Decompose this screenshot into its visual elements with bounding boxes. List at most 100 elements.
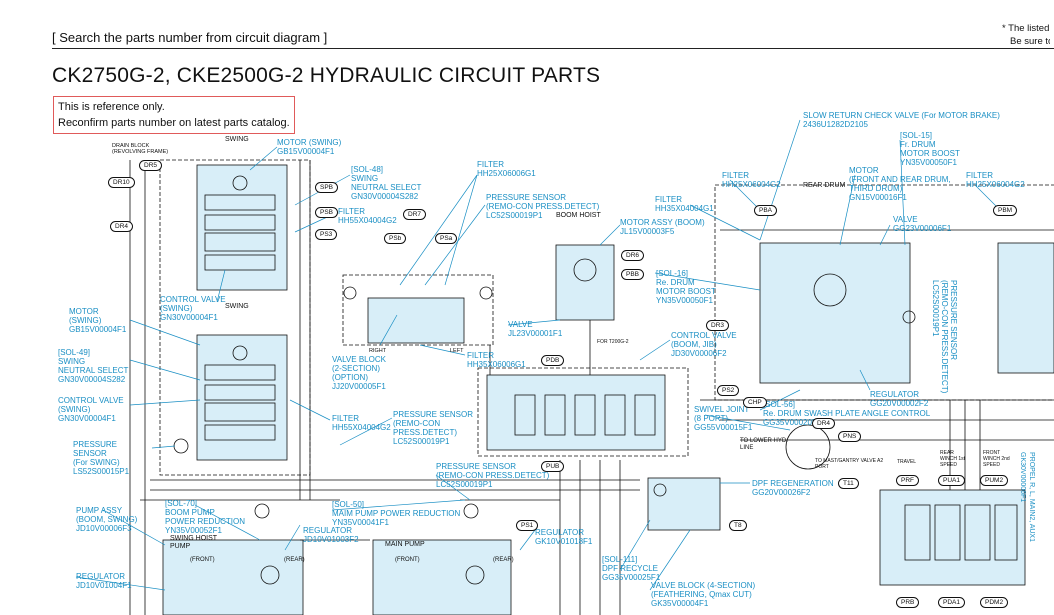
part-name: DPF RECYCLE [602, 564, 659, 573]
part-label-regulator-gk10v01018f1[interactable]: REGULATOR GK10V01018F1 [535, 528, 592, 546]
part-label-filter-swing-lower[interactable]: FILTER HH55X04004G2 [332, 414, 391, 432]
part-label-filter-swing-top[interactable]: FILTER HH55X04004G2 [338, 207, 397, 225]
part-label-sol-48[interactable]: [SOL-48] SWING NEUTRAL SELECT GN30V00004… [351, 165, 421, 201]
part-name: PRESS.DETECT) [393, 428, 458, 437]
part-name: (REMO-CON [393, 419, 441, 428]
part-name: (BOOM, JIB) [671, 340, 717, 349]
part-label-filter-hh25x06004g2-right[interactable]: FILTER HH25X06004G2 [966, 171, 1025, 189]
part-label-dpf-regeneration[interactable]: DPF REGENERATION GG20V00026F2 [752, 479, 834, 497]
part-label-sol-15[interactable]: [SOL-15] Fr. DRUM MOTOR BOOST YN35V00050… [900, 131, 960, 167]
part-label-pressure-sensor-swing[interactable]: PRESSURE SENSOR (For SWING) LS52S00015P1 [73, 440, 129, 476]
part-name: VALVE BLOCK [332, 355, 386, 364]
part-name: PRESSURE SENSOR [393, 410, 474, 419]
part-name: [SOL-50] [332, 500, 365, 509]
part-number: GN30V00004S282 [351, 192, 419, 201]
part-number: JD10V01004F1 [76, 581, 132, 590]
part-label-motor-swing[interactable]: MOTOR (SWING) GB15V00004F1 [277, 138, 341, 156]
port-tag: PBB [621, 269, 645, 280]
rear-drum-label: REAR DRUM [803, 182, 846, 189]
part-name: PRESSURE [73, 440, 118, 449]
part-label-regulator-gg20v00002f2[interactable]: REGULATOR GG20V00002F2 [870, 390, 928, 408]
drain-block-label: DRAIN BLOCK (REVOLVING FRAME) [112, 143, 168, 155]
rear-winch-label: REAR WINCH 1st SPEED [940, 450, 965, 468]
part-label-pressure-sensor-remo-top[interactable]: PRESSURE SENSOR (REMO-CON PRESS.DETECT) … [486, 193, 599, 220]
part-label-control-valve-swing-top[interactable]: CONTROL VALVE (SWING) GN30V00004F1 [160, 295, 226, 322]
part-number: GG35V00020F1 [763, 418, 822, 427]
part-name: FILTER [338, 207, 365, 216]
front-winch-label: FRONT WINCH 2nd SPEED [983, 450, 1010, 468]
part-label-motor-drums[interactable]: MOTOR (FRONT AND REAR DRUM, THIRD DRUM) … [849, 166, 951, 202]
part-number: LC52S00019P1 [436, 480, 493, 489]
part-label-pressure-sensor-vertical[interactable]: PRESSURE SENSOR (REMO-CON PRESS.DETECT) … [931, 280, 958, 393]
part-number: YN35V00052F1 [165, 526, 222, 535]
part-label-pump-assy[interactable]: PUMP ASSY (BOOM, SWING) JD10V00006F3 [76, 506, 137, 533]
part-number: GG35V00025F1 [602, 573, 661, 582]
part-label-filter-hh25x06006g1[interactable]: FILTER HH25X06006G1 [477, 160, 536, 178]
part-name: NEUTRAL SELECT [58, 366, 129, 375]
part-name: (REMO-CON PRESS.DETECT) [486, 202, 600, 211]
port-tag: DR3 [706, 320, 730, 331]
part-name: (SWING) [160, 304, 193, 313]
part-label-motor-swing-lower[interactable]: MOTOR (SWING) GB15V00004F1 [69, 307, 126, 334]
travel-label: TRAVEL [897, 459, 917, 465]
part-label-sol-56[interactable]: [SOL-56] Re. DRUM SWASH PLATE ANGLE CONT… [763, 400, 930, 427]
propel-label[interactable]: PROPEL R, L, MAIN2, AUX1 GK30V00006F1 [1018, 452, 1036, 542]
reference-note-box: This is reference only. Reconfirm parts … [53, 96, 295, 134]
port-tag: DR4 [812, 418, 836, 429]
part-number: GN30V00004F1 [58, 414, 116, 423]
port-tag: T11 [838, 478, 859, 489]
part-label-valve-gg23[interactable]: VALVE GG23V00006F1 [893, 215, 951, 233]
part-name: [SOL-56] [763, 400, 796, 409]
port-tag: CHP [743, 397, 767, 408]
part-label-sol-49[interactable]: [SOL-49] SWING NEUTRAL SELECT GN30V00004… [58, 348, 128, 384]
part-label-regulator-jd10v01003f2[interactable]: REGULATOR JD10V01003F2 [303, 526, 359, 544]
part-label-swivel-joint[interactable]: SWIVEL JOINT (8 PORT) GG55V00015F1 [694, 405, 752, 432]
rear-pump-label-2: (REAR) [493, 557, 514, 563]
part-number: GB15V00004F1 [69, 325, 127, 334]
part-label-valve-block-4-section[interactable]: VALVE BLOCK (4-SECTION) (FEATHERING, Qma… [651, 581, 755, 608]
part-label-filter-hh35x04004g1[interactable]: FILTER HH35X04004G1 [655, 195, 714, 213]
note-line-2: Be sure to [1010, 36, 1050, 47]
port-tag: PS1 [516, 520, 539, 531]
part-label-pressure-sensor-remo-mid[interactable]: PRESSURE SENSOR (REMO-CON PRESS.DETECT) … [393, 410, 473, 446]
part-label-valve-block-2-section[interactable]: VALVE BLOCK (2-SECTION) (OPTION) JJ20V00… [332, 355, 386, 391]
port-tag: PSa [435, 233, 458, 244]
part-name: REGULATOR [76, 572, 126, 581]
part-name: (FEATHERING, Qmax CUT) [651, 590, 752, 599]
part-label-pressure-sensor-remo-low[interactable]: PRESSURE SENSOR (REMO-CON PRESS.DETECT) … [436, 462, 549, 489]
port-tag: SPB [315, 182, 339, 193]
revolving-frame-text: (REVOLVING FRAME) [112, 149, 169, 155]
part-name: MOTOR (SWING) [277, 138, 342, 147]
port-tag: PBM [993, 205, 1018, 216]
part-name: (FRONT AND REAR DRUM, [849, 175, 951, 184]
part-label-regulator-jd10v01004f1[interactable]: REGULATOR JD10V01004F1 [76, 572, 132, 590]
part-name: (SWING) [58, 405, 91, 414]
part-name: VALVE [508, 320, 533, 329]
main-pump-label: MAIN PUMP [385, 541, 425, 548]
part-number: JL15V00003F5 [620, 227, 675, 236]
swing-label-lower: SWING [225, 303, 249, 310]
part-name: Re. DRUM [656, 278, 695, 287]
part-label-filter-hh25x06004g2-left[interactable]: FILTER HH25X06004G2 [722, 171, 781, 189]
port-tag: DR5 [139, 160, 163, 171]
part-label-sol-70[interactable]: [SOL-70] BOOM PUMP POWER REDUCTION YN35V… [165, 499, 245, 535]
part-label-control-valve-boom-jib[interactable]: CONTROL VALVE (BOOM, JIB) JD30V00006F2 [671, 331, 737, 358]
part-name: MOTOR [69, 307, 99, 316]
part-label-valve-jl23[interactable]: VALVE JL23V00001F1 [508, 320, 562, 338]
note-text: * The listed Be sure to [1002, 22, 1050, 48]
part-label-sol-111[interactable]: [SOL-111] DPF RECYCLE GG35V00025F1 [602, 555, 660, 582]
part-label-motor-assy-boom[interactable]: MOTOR ASSY (BOOM) JL15V00003F5 [620, 218, 705, 236]
part-number: HH35X04004G1 [655, 204, 714, 213]
part-label-filter-hh35x06006g1[interactable]: FILTER HH35X06006G1 [467, 351, 526, 369]
port-tag: PDA1 [938, 597, 965, 608]
port-tag: PRF [896, 475, 919, 486]
part-label-slow-return-check-valve[interactable]: SLOW RETURN CHECK VALVE (For MOTOR BRAKE… [803, 111, 1000, 129]
drain-block-text: DRAIN BLOCK [112, 143, 150, 149]
part-label-control-valve-swing-lower[interactable]: CONTROL VALVE (SWING) GN30V00004F1 [58, 396, 124, 423]
part-number: LC52S00019P1 [931, 280, 940, 337]
part-number: HH25X06006G1 [477, 169, 536, 178]
part-label-sol-16[interactable]: [SOL-16] Re. DRUM MOTOR BOOST YN35V00050… [656, 269, 716, 305]
port-tag: PRB [896, 597, 920, 608]
part-label-sol-50[interactable]: [SOL-50] MAIM PUMP POWER REDUCTION YN35V… [332, 500, 460, 527]
